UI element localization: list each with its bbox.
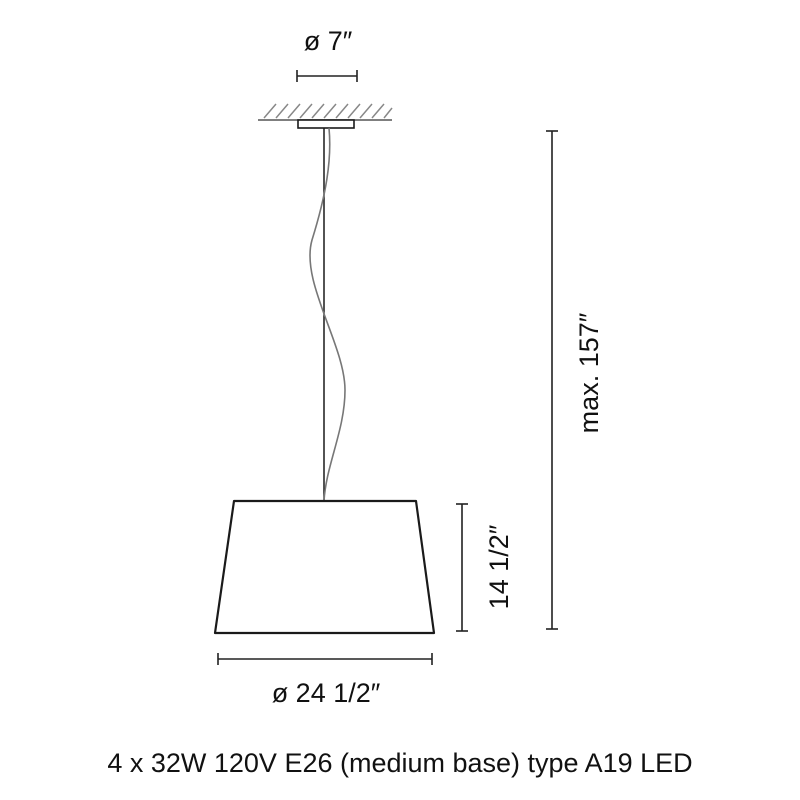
shade-diameter-label: ø 24 1/2″ [272,678,381,708]
canopy [297,119,355,129]
specification-caption: 4 x 32W 120V E26 (medium base) type A19 … [107,748,693,778]
max-height-label: max. 157″ [574,312,604,433]
canopy-dimension-line [296,70,358,82]
canopy-diameter-label: ø 7″ [304,26,353,56]
power-cord [309,127,346,502]
lamp-shade [213,499,436,635]
ceiling-hatching [263,103,393,119]
shade-height-label: 14 1/2″ [484,524,514,609]
shade-diameter-dimension-line [217,653,433,665]
max-height-dimension-line [546,130,558,630]
shade-height-dimension-line [456,503,468,632]
ceiling [258,103,393,121]
